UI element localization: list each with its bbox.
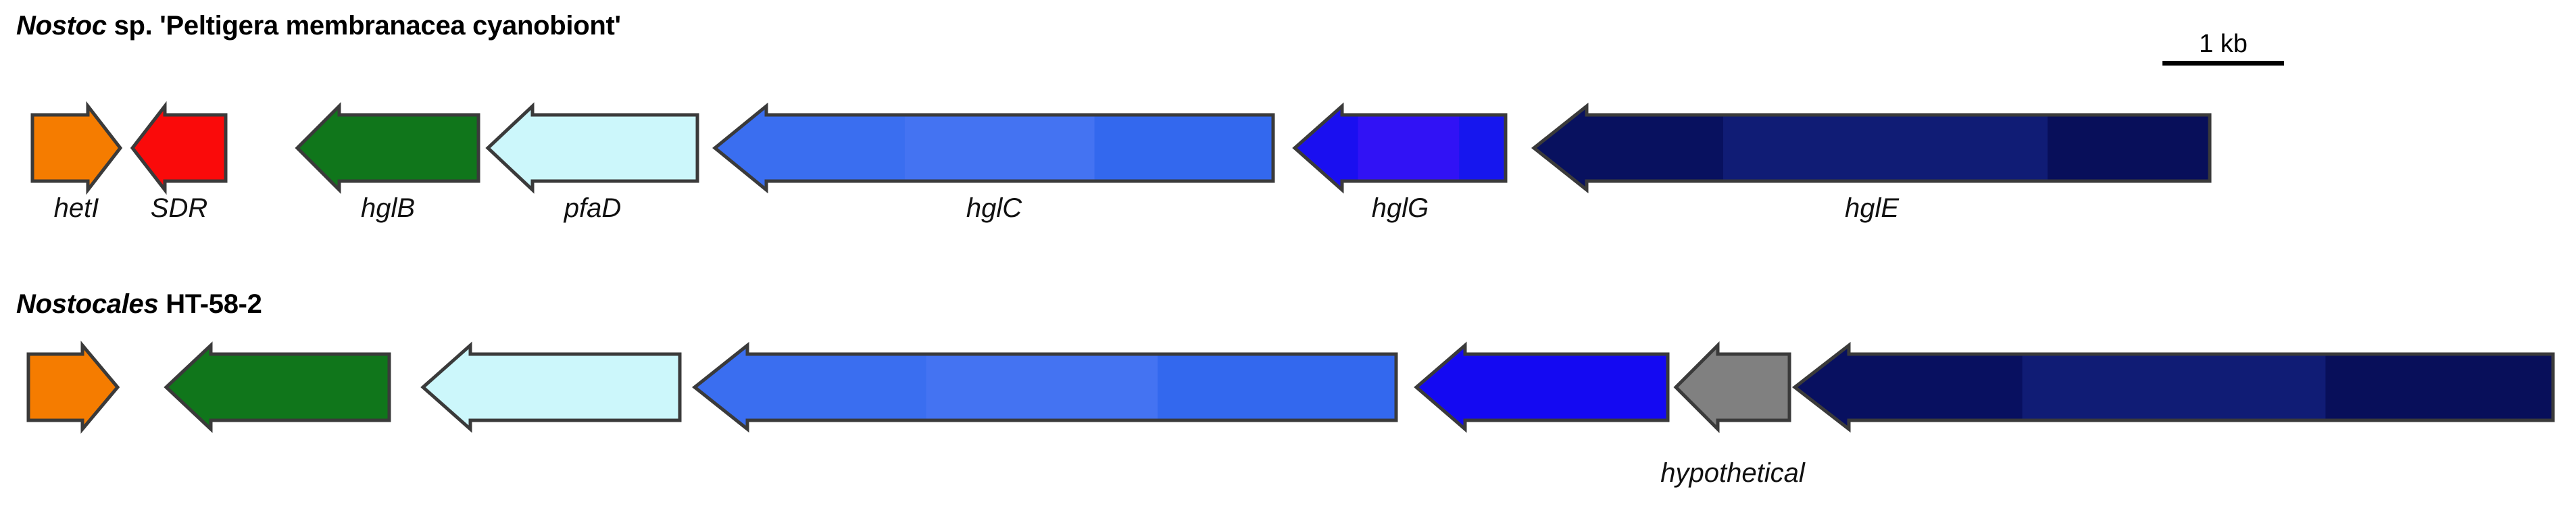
gene-label-hgle: hglE — [1844, 193, 1900, 223]
gene-arrow-hglc — [712, 102, 1275, 194]
scale-bar: 1 kb — [2162, 31, 2284, 66]
gene-label-hglc: hglC — [966, 193, 1022, 223]
organism-title-row-nostoc: Nostoc sp. 'Peltigera membranacea cyanob… — [16, 12, 621, 39]
gene-arrow-heti — [30, 101, 123, 195]
gene-arrow-hypothetical — [1673, 341, 1791, 434]
scale-bar-label: 1 kb — [2199, 30, 2248, 58]
gene-arrow-hglc — [691, 341, 1398, 433]
gene-label-hglg: hglG — [1371, 193, 1429, 223]
gene-arrow-hglg — [1292, 102, 1508, 194]
gene-label-pfad: pfaD — [564, 193, 622, 223]
gene-arrow-hglb — [295, 101, 480, 195]
organism-name-plain: sp. 'Peltigera membranacea cyanobiont' — [106, 11, 621, 41]
organism-name-italic: Nostoc — [16, 11, 107, 41]
gene-arrow-pfad — [420, 341, 682, 433]
gene-arrow-heti — [26, 341, 120, 434]
gene-label-hglb: hglB — [360, 193, 416, 223]
gene-label-sdr: SDR — [150, 193, 208, 223]
scale-bar-rule — [2162, 61, 2284, 66]
gene-arrow-sdr — [130, 101, 228, 195]
organism-name-italic: Nostocales — [16, 289, 159, 319]
gene-arrow-pfad — [485, 102, 699, 194]
gene-label-hypothetical: hypothetical — [1660, 458, 1805, 488]
gene-arrow-hgle — [1791, 341, 2555, 433]
gene-label-heti: hetI — [53, 193, 99, 223]
gene-arrow-hglb — [164, 341, 391, 433]
gene-arrow-hglg — [1414, 341, 1670, 433]
organism-title-row-nostocales: Nostocales HT-58-2 — [16, 291, 262, 318]
gene-arrow-hgle — [1531, 102, 2212, 194]
organism-name-plain: HT-58-2 — [158, 289, 262, 319]
